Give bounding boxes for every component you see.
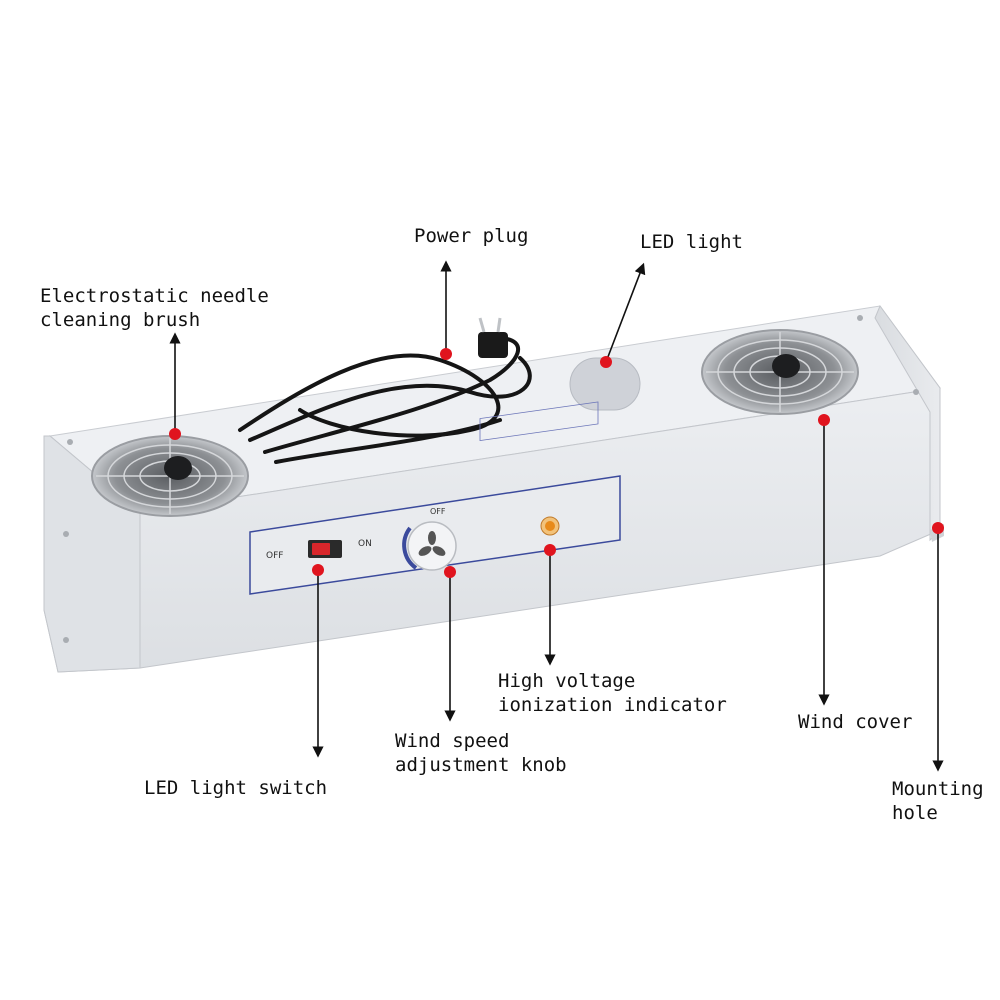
- panel-on-text: ON: [358, 539, 372, 549]
- label-mounting-line2: hole: [892, 802, 938, 824]
- fan-icon: [418, 531, 446, 556]
- label-brush-line1: Electrostatic needle: [40, 285, 269, 307]
- label-wind-speed-line1: Wind speed: [395, 730, 510, 752]
- callout-markers: [169, 348, 944, 578]
- knob-scale-arc: [402, 526, 418, 570]
- label-led-switch: LED light switch: [144, 777, 328, 799]
- left-fan: [91, 435, 249, 517]
- marker-brush: [169, 428, 181, 440]
- screw: [913, 389, 919, 395]
- marker-mounting-hole: [932, 522, 944, 534]
- label-wind-speed-line2: adjustment knob: [395, 754, 567, 776]
- marker-led-light: [600, 356, 612, 368]
- brush-knob: [164, 456, 192, 480]
- screw: [63, 531, 69, 537]
- power-plug: [478, 317, 508, 358]
- label-led-light: LED light: [640, 231, 743, 253]
- right-fan: [701, 329, 859, 415]
- marker-hv-indicator: [544, 544, 556, 556]
- led-light-switch-rocker: [312, 543, 330, 555]
- power-cord: [238, 336, 532, 464]
- label-hv-line1: High voltage: [498, 670, 636, 692]
- label-mounting-line1: Mounting: [892, 778, 984, 800]
- screw: [63, 637, 69, 643]
- side-face: [874, 304, 941, 542]
- control-panel: OFF ON OFF: [249, 401, 621, 595]
- marker-led-switch: [312, 564, 324, 576]
- callout-lines: [169, 260, 944, 772]
- arrow-led-light: [605, 262, 646, 363]
- panel-off-text: OFF: [266, 551, 283, 561]
- hv-indicator-lamp: [545, 521, 555, 531]
- label-wind-cover: Wind cover: [798, 711, 913, 733]
- label-hv-line2: ionization indicator: [498, 694, 727, 716]
- right-fan-knob: [772, 354, 800, 378]
- label-power-plug: Power plug: [414, 225, 529, 247]
- marker-wind-speed: [444, 566, 456, 578]
- marker-wind-cover: [818, 414, 830, 426]
- wind-speed-knob: [407, 521, 457, 571]
- knob-off-text: OFF: [430, 507, 446, 516]
- screw: [67, 439, 73, 445]
- brand-strip: [479, 401, 599, 441]
- label-brush-line2: cleaning brush: [40, 309, 201, 331]
- marker-power-plug: [440, 348, 452, 360]
- screw: [857, 315, 863, 321]
